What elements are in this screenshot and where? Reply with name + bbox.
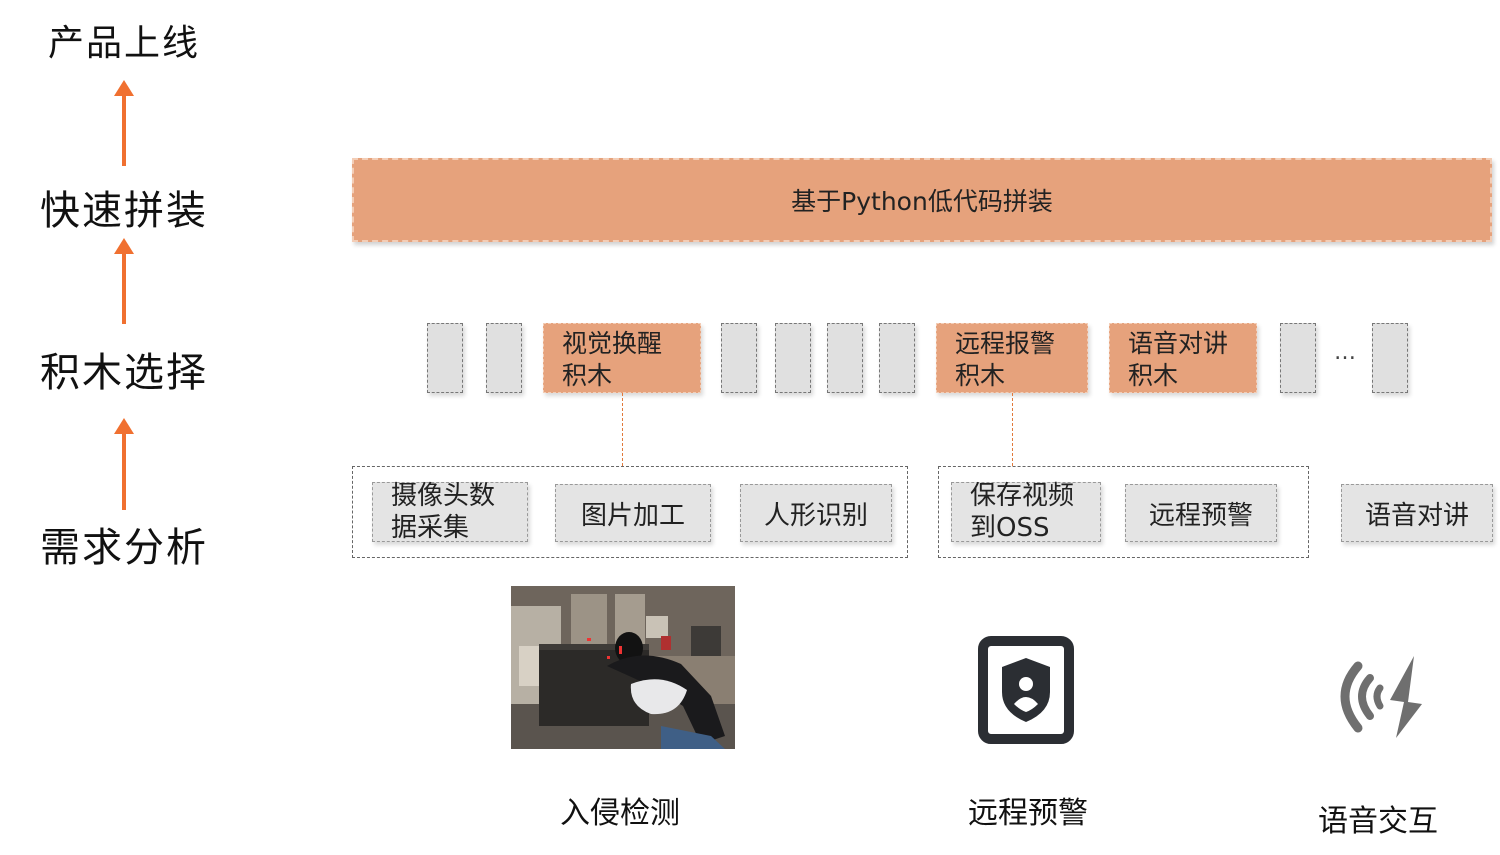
brick-label-line: 积木	[1128, 361, 1179, 390]
function-label: 人形识别	[763, 500, 868, 531]
brick-empty[interactable]	[427, 323, 463, 393]
connector-line	[1012, 393, 1013, 466]
brick-empty[interactable]	[1372, 323, 1408, 393]
brick-label-line: 视觉换醒	[562, 329, 663, 358]
brick-label-line: 语音对讲	[1128, 329, 1229, 358]
brick-label-line: 远程报警	[955, 329, 1056, 358]
connector-line	[622, 393, 623, 466]
function-group-vision	[352, 466, 908, 558]
function-voice-talk[interactable]: 语音对讲	[1341, 484, 1493, 542]
brick-remote-alarm[interactable]: 远程报警 积木	[936, 323, 1088, 393]
function-label-line: 摄像头数	[391, 481, 496, 511]
lowcode-banner: 基于Python低代码拼装	[352, 158, 1492, 242]
function-group-alarm	[938, 466, 1309, 558]
more-bricks-ellipsis: …	[1334, 340, 1357, 365]
function-camera-capture[interactable]: 摄像头数 据采集	[372, 481, 528, 543]
banner-label: 基于Python低代码拼装	[791, 187, 1053, 216]
brick-voice-intercom[interactable]: 语音对讲 积木	[1109, 323, 1257, 393]
brick-empty[interactable]	[721, 323, 757, 393]
stage-assemble: 快速拼装	[40, 188, 208, 234]
brick-empty[interactable]	[775, 323, 811, 393]
scenario-intrusion-caption: 入侵检测	[560, 796, 680, 831]
intrusion-scene-image	[511, 586, 735, 749]
function-label-line: 到OSS	[970, 513, 1050, 543]
stage-select: 积木选择	[40, 350, 208, 396]
brick-vision-wake[interactable]: 视觉换醒 积木	[543, 323, 701, 393]
brick-empty[interactable]	[827, 323, 863, 393]
arrow-up-icon	[114, 418, 134, 510]
brick-empty[interactable]	[486, 323, 522, 393]
function-remote-warning[interactable]: 远程预警	[1125, 484, 1277, 542]
stage-analyze: 需求分析	[40, 525, 208, 571]
function-human-detection[interactable]: 人形识别	[740, 484, 892, 542]
function-label: 语音对讲	[1364, 500, 1469, 531]
function-label: 图片加工	[580, 500, 685, 531]
function-image-processing[interactable]: 图片加工	[555, 484, 711, 542]
scenario-warning-caption: 远程预警	[968, 796, 1088, 831]
arrow-up-icon	[114, 238, 134, 324]
brick-empty[interactable]	[879, 323, 915, 393]
scenario-voice-caption: 语音交互	[1318, 804, 1438, 839]
function-save-video[interactable]: 保存视频 到OSS	[951, 481, 1101, 543]
voice-wave-icon	[1328, 650, 1426, 746]
brick-empty[interactable]	[1280, 323, 1316, 393]
function-label: 远程预警	[1148, 500, 1253, 531]
function-label-line: 据采集	[391, 513, 470, 543]
stage-launch: 产品上线	[47, 23, 200, 64]
shield-user-icon	[978, 636, 1074, 744]
brick-label-line: 积木	[955, 361, 1006, 390]
brick-label-line: 积木	[562, 361, 613, 390]
arrow-up-icon	[114, 80, 134, 166]
function-label-line: 保存视频	[970, 481, 1075, 511]
